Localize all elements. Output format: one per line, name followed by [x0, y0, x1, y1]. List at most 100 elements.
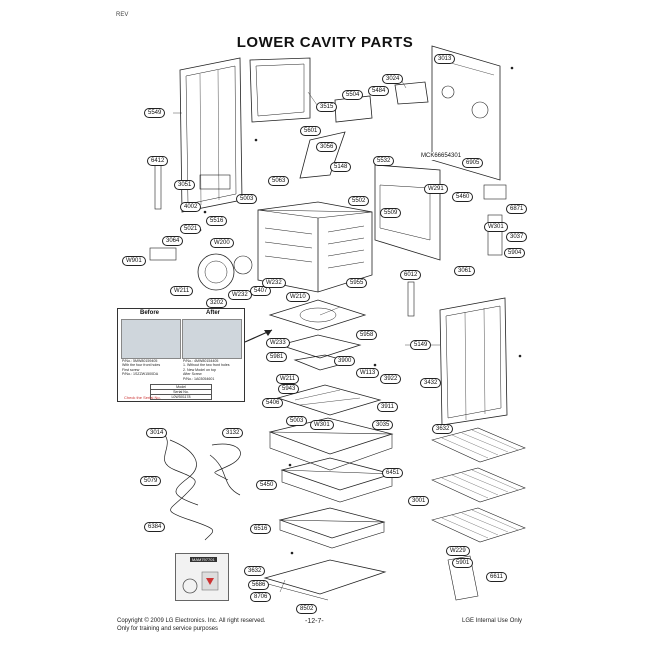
after-note: P/No.: 4MW80154405 1. Without the two fr…	[183, 359, 230, 381]
footer-usage: Only for training and service purposes	[117, 626, 219, 632]
callout: 6412	[147, 156, 169, 166]
callout: W233	[266, 338, 290, 348]
footer-copyright: Copyright © 2009 LG Electronics. Inc. Al…	[117, 618, 266, 624]
page-title: LOWER CAVITY PARTS	[236, 34, 414, 51]
after-photo	[182, 319, 242, 359]
callout: 5079	[140, 476, 162, 486]
callout: W211	[276, 374, 300, 384]
callout: 3064	[162, 236, 184, 246]
callout: W301	[484, 222, 508, 232]
oven-cavity	[257, 201, 373, 293]
callout: W901	[122, 256, 146, 266]
callout: 3056	[316, 142, 338, 152]
callout: 6384	[144, 522, 166, 532]
page-number: -12-7-	[305, 618, 324, 625]
callout: 8706	[250, 592, 272, 602]
callout: 3061	[454, 266, 476, 276]
callout: 5958	[356, 330, 378, 340]
callout: 5148	[330, 162, 352, 172]
callout: W232	[262, 278, 286, 288]
callout: 3632	[244, 566, 266, 576]
footer-internal: LGE Internal Use Only	[462, 618, 523, 624]
cavity-bottom-plate	[268, 299, 367, 331]
oven-racks	[431, 427, 526, 543]
callout: 5063	[268, 176, 290, 186]
revision-corner-label: REV	[116, 12, 129, 18]
door-gasket-frame	[249, 57, 311, 123]
table-cell: L0W501178	[171, 395, 191, 399]
callout: 5943	[278, 384, 300, 394]
parts-label-card: MAM797701	[175, 553, 229, 601]
label-contents-graphic	[182, 571, 219, 594]
callout: 5450	[256, 480, 278, 490]
callout: 6012	[400, 270, 422, 280]
callout: 3035	[372, 420, 394, 430]
callout: 5484	[368, 86, 390, 96]
callout: W301	[310, 420, 334, 430]
callout: 5406	[262, 398, 284, 408]
inset-before-header: Before	[140, 310, 160, 316]
callout: 5955	[346, 278, 368, 288]
callout: 5502	[348, 196, 370, 206]
callout: 3014	[146, 428, 168, 438]
callout: W210	[286, 292, 310, 302]
rear-panel	[431, 45, 501, 181]
callout: 3037	[506, 232, 528, 242]
callout: 3432	[420, 378, 442, 388]
callout: 5407	[250, 286, 272, 296]
callout: 3922	[380, 374, 402, 384]
callout: 5981	[266, 352, 288, 362]
callout: 5686	[248, 580, 270, 590]
before-photo	[121, 319, 181, 359]
callout: 5021	[180, 224, 202, 234]
callout: W232	[228, 290, 252, 300]
callout: 5003	[236, 194, 258, 204]
callout: W211	[170, 286, 194, 296]
callout: 5601	[300, 126, 322, 136]
callout: 5460	[452, 192, 474, 202]
callout: 5149	[410, 340, 432, 350]
callout: 3001	[408, 496, 430, 506]
check-serial-note: Check the Serial No.	[124, 395, 161, 400]
power-cord	[211, 443, 241, 481]
callout: 5504	[342, 90, 364, 100]
inset-after-header: After	[206, 310, 221, 316]
drawer-rail	[263, 559, 387, 595]
callout: 5904	[504, 248, 526, 258]
callout: W229	[446, 546, 470, 556]
callout: 3202	[206, 298, 228, 308]
convection-fan	[197, 253, 235, 291]
callout: 5901	[452, 558, 474, 568]
callout: 8502	[296, 604, 318, 614]
callout: 4002	[180, 202, 202, 212]
callout: 5549	[144, 108, 166, 118]
bake-heater-tray	[276, 384, 382, 416]
callout: 6611	[486, 572, 507, 582]
callout: 5509	[380, 208, 402, 218]
callout: 5516	[206, 216, 228, 226]
warming-drawer	[280, 457, 394, 491]
table-cell: Serial No.	[151, 390, 211, 395]
callout: 3632	[432, 424, 454, 434]
callout: MCK66654301	[418, 152, 465, 160]
wire-harness	[159, 429, 213, 541]
callout: 3900	[334, 356, 356, 366]
callout: 3024	[382, 74, 404, 84]
cavity-rear-housing	[374, 164, 441, 261]
before-note: P/No.: 5MW80159405 With the four front h…	[122, 359, 161, 377]
callout: W200	[210, 238, 234, 248]
callout: 6516	[250, 524, 272, 534]
before-after-inset: Before After P/No.: 5MW80159405 With the…	[117, 308, 245, 402]
callout: 6905	[462, 158, 484, 168]
callout: 3515	[316, 102, 338, 112]
label-code: MAM797701	[190, 557, 217, 562]
callout: 3051	[174, 180, 196, 190]
callout: 3911	[377, 402, 398, 412]
model-serial-table: Model Serial No. L0W501178	[150, 384, 212, 400]
callout: W113	[356, 368, 380, 378]
table-header: Model	[151, 385, 211, 390]
drawer-bottom-plate	[278, 507, 386, 539]
callout: 3013	[434, 54, 456, 64]
callout: 6451	[382, 468, 404, 478]
